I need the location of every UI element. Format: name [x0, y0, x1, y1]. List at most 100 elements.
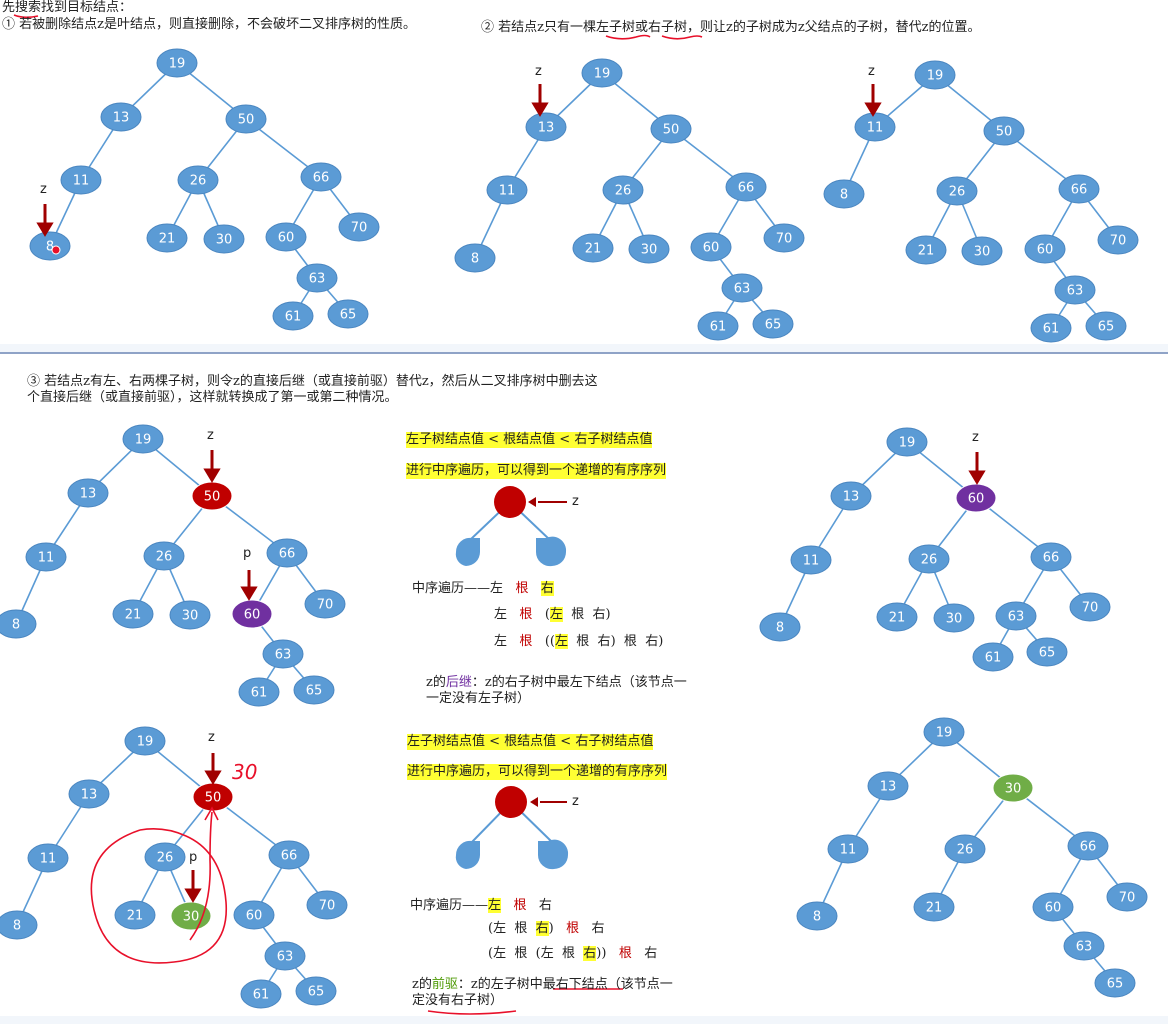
- tree-node-21: [913, 892, 955, 922]
- tree-node-60: [1024, 234, 1066, 264]
- tree-node-21: [905, 235, 947, 265]
- underline-search: [13, 14, 39, 19]
- tree-node-label: 61: [251, 686, 268, 701]
- inorder-increasing-highlight: 进行中序遍历，可以得到一个递增的有序序列: [407, 764, 668, 780]
- tree-node-8: [0, 910, 38, 940]
- tree-node-label: 70: [317, 598, 334, 613]
- tree-node-11: [486, 175, 528, 205]
- click-marker: [51, 245, 61, 255]
- tree-node-19: [923, 717, 965, 747]
- tree-node-11: [790, 545, 832, 575]
- z-label: z: [868, 64, 875, 79]
- root-word: 根: [519, 607, 533, 622]
- circle-left-subtree: [90, 828, 228, 964]
- tree-node-label: 63: [277, 950, 294, 965]
- z-label: z: [972, 430, 979, 445]
- tree-node-label: 19: [135, 433, 152, 448]
- tree-node-label: 11: [73, 174, 90, 189]
- root-word: 根: [514, 921, 528, 936]
- tree-node-65: [1026, 637, 1068, 667]
- p-label: p: [189, 850, 198, 865]
- tree-node-66: [725, 172, 767, 202]
- tree-node-label: 30: [641, 243, 658, 258]
- tree-node-66: [266, 538, 308, 568]
- tree-node-label: 63: [309, 272, 326, 287]
- tree-node-label: 19: [899, 436, 916, 451]
- tree-node-66: [1058, 174, 1100, 204]
- inorder-row-1: 中序遍历——左 根 右: [410, 898, 552, 914]
- predecessor-note-line2: 定没有右子树）: [412, 993, 504, 1008]
- tree-node-70: [304, 589, 346, 619]
- tree-node-label: 19: [137, 735, 154, 750]
- tree-node-label: 11: [499, 184, 516, 199]
- tree-node-label: 19: [927, 69, 944, 84]
- tree-node-label: 26: [615, 184, 632, 199]
- tree-node-63: [995, 601, 1037, 631]
- tree-node-label: 65: [765, 318, 782, 333]
- tree-node-13: [525, 112, 567, 142]
- tree-node-label: 50: [205, 791, 222, 806]
- section-bottom-band: [0, 344, 1168, 352]
- tree-node-21: [146, 223, 188, 253]
- tree-node-63: [264, 941, 306, 971]
- tree-node-label: 50: [204, 490, 221, 505]
- tree-node-label: 50: [238, 113, 255, 128]
- inorder-row-3: (左 根 (左 根 右)) 根 右: [488, 946, 658, 961]
- successor-note-line1: z的后继：z的右子树中最左下结点（该节点一: [426, 675, 687, 691]
- root-word: 根: [623, 634, 637, 649]
- root-word: 根: [515, 581, 529, 596]
- tree-node-label: 61: [1043, 322, 1060, 337]
- predecessor-word: 前驱: [431, 977, 458, 992]
- tree-node-63: [296, 263, 338, 293]
- z-prefix: z的: [426, 675, 446, 690]
- tree-node-label: 60: [244, 608, 261, 623]
- left-word: 左: [549, 607, 563, 622]
- tree-node-70: [338, 212, 380, 242]
- tree-node-label: 65: [306, 684, 323, 699]
- tree-node-label: 65: [1039, 646, 1056, 661]
- inorder-row-2: 左 根 (左 根 右): [494, 607, 611, 622]
- tree-node-21: [112, 599, 154, 629]
- predecessor-rest: ：z的左子树中最右下结点（该节点一: [457, 977, 673, 992]
- move-arrow-head: [204, 806, 219, 821]
- tree-node-19: [886, 427, 928, 457]
- tree-node-63: [1063, 931, 1105, 961]
- tree-node-60: [231, 599, 273, 629]
- tree-node-70: [1097, 225, 1139, 255]
- schematic-root-node: [495, 786, 527, 818]
- tree-node-60: [955, 483, 997, 513]
- tree-node-label: 26: [156, 550, 173, 565]
- left-word: 左: [494, 634, 508, 649]
- z-label: z: [207, 428, 214, 443]
- tree-node-label: 26: [157, 851, 174, 866]
- tree-node-63: [1054, 275, 1096, 305]
- root-word: 根: [618, 946, 632, 961]
- tree-node-8: [759, 612, 801, 642]
- tree-node-label: 50: [663, 123, 680, 138]
- tree-node-label: 63: [1076, 940, 1093, 955]
- tree-node-label: 60: [246, 909, 263, 924]
- tree-node-19: [156, 48, 198, 78]
- root-word: 根: [519, 634, 533, 649]
- left-word: 左: [490, 581, 504, 596]
- tree-node-label: 13: [80, 487, 97, 502]
- inorder-label: 中序遍历——: [412, 581, 491, 596]
- left-word: 左: [554, 634, 568, 649]
- schematic-tree-2: [455, 786, 569, 870]
- tree-node-61: [272, 301, 314, 331]
- tree-node-50: [650, 114, 692, 144]
- tree-node-70: [763, 223, 805, 253]
- tree-node-label: 21: [889, 611, 906, 626]
- inorder-row-1: 中序遍历——左 根 右: [412, 581, 554, 597]
- tree-node-label: 61: [285, 310, 302, 325]
- tree-node-8: [454, 243, 496, 273]
- tree-node-label: 30: [1005, 782, 1022, 797]
- tree-node-label: 60: [1037, 243, 1054, 258]
- tree-node-label: 21: [125, 608, 142, 623]
- tree-node-60: [1032, 892, 1074, 922]
- inorder-row-3: 左 根 ((左 根 右) 根 右): [494, 634, 664, 649]
